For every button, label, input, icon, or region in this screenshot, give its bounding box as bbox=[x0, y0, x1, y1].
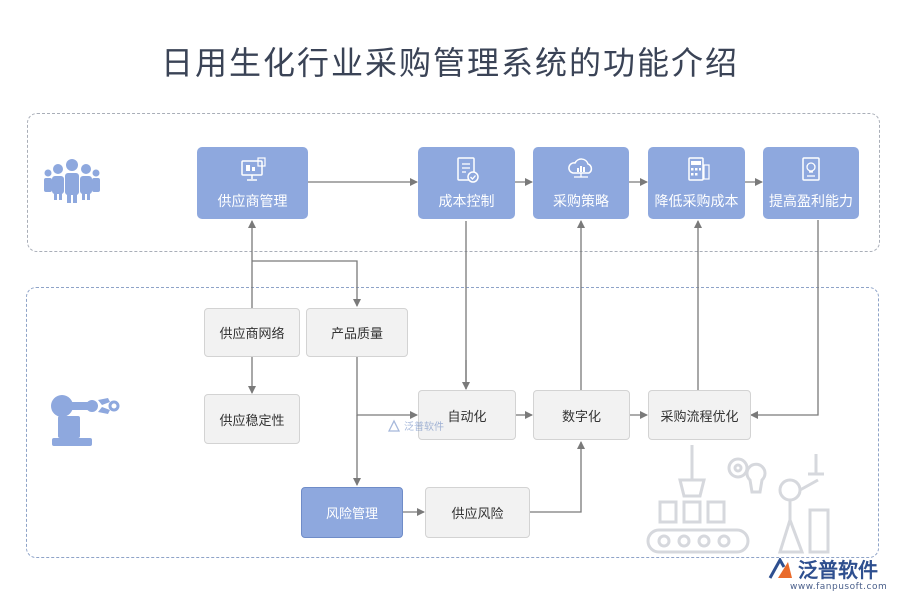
calculator-icon bbox=[687, 157, 710, 181]
node-label: 供应商管理 bbox=[217, 194, 288, 210]
node-supplier-network: 供应商网络 bbox=[204, 308, 300, 357]
node-digitization: 数字化 bbox=[533, 390, 630, 440]
node-risk-management: 风险管理 bbox=[301, 487, 403, 538]
node-cost-control: 成本控制 bbox=[418, 147, 515, 219]
top-panel bbox=[27, 113, 880, 252]
monitor-icon bbox=[240, 157, 266, 181]
node-purchase-strategy: 采购策略 bbox=[533, 147, 629, 219]
node-label: 采购策略 bbox=[553, 194, 609, 210]
arrow-quality-to-automation bbox=[356, 357, 418, 419]
node-label: 成本控制 bbox=[438, 194, 495, 210]
factory-illustration-icon bbox=[646, 445, 830, 554]
robot-arm-icon bbox=[51, 395, 120, 446]
page-title: 日用生化行业采购管理系统的功能介绍 bbox=[160, 44, 739, 82]
node-supply-stability: 供应稳定性 bbox=[204, 394, 300, 444]
lightbulb-doc-icon bbox=[802, 157, 820, 181]
node-process-optimization: 采购流程优化 bbox=[648, 390, 751, 440]
brand-name: 泛普软件 bbox=[798, 558, 878, 582]
brand-logo-icon bbox=[768, 557, 792, 579]
people-icon bbox=[44, 159, 100, 203]
node-product-quality: 产品质量 bbox=[306, 308, 408, 357]
brand-url: www.fanpusoft.com bbox=[790, 582, 888, 592]
watermark-text: 泛普软件 bbox=[404, 422, 444, 433]
watermark-logo-icon bbox=[387, 419, 401, 432]
node-label: 提高盈利能力 bbox=[769, 194, 853, 210]
node-supply-risk: 供应风险 bbox=[425, 487, 530, 538]
brand-logo: 泛普软件 bbox=[768, 554, 878, 583]
arrow-supply-risk-to-digitization bbox=[530, 441, 585, 513]
document-check-icon bbox=[456, 157, 479, 183]
node-supplier-management: 供应商管理 bbox=[197, 147, 308, 219]
node-automation: 自动化 bbox=[418, 390, 516, 440]
bottom-panel bbox=[26, 287, 879, 558]
node-improve-profit: 提高盈利能力 bbox=[763, 147, 859, 219]
arrow-to-product-quality bbox=[252, 260, 361, 307]
node-reduce-cost: 降低采购成本 bbox=[648, 147, 745, 219]
cloud-chart-icon bbox=[568, 158, 593, 178]
node-label: 降低采购成本 bbox=[654, 194, 739, 210]
watermark: 泛普软件 bbox=[387, 418, 444, 433]
arrow-profit-to-process bbox=[750, 220, 819, 419]
